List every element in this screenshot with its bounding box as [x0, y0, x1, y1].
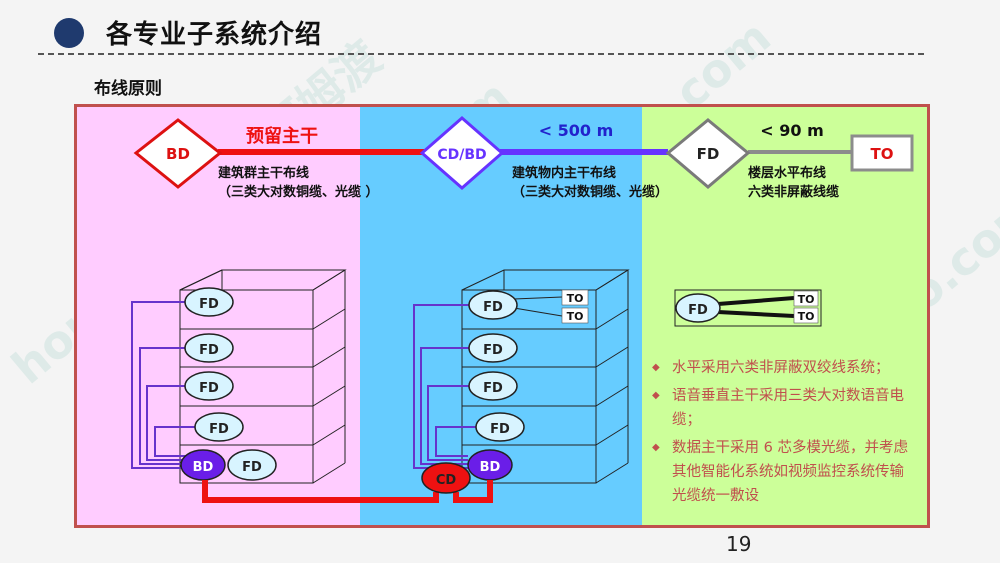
bd-diamond — [133, 118, 223, 189]
cd-label: CD — [436, 473, 457, 488]
cd-node — [421, 462, 471, 494]
fd-node-label: FD — [483, 381, 503, 396]
fd-node-label: FD — [199, 381, 219, 396]
reserve-label: 预留主干 — [246, 125, 318, 147]
fd-diamond — [665, 118, 751, 189]
floor-desc-2: 六类非屏蔽线缆 — [748, 184, 839, 200]
cd-bd-cable — [453, 480, 493, 503]
middle-to-label: TO — [567, 310, 584, 323]
left-building — [179, 269, 347, 484]
right-cable — [717, 296, 795, 306]
right-detail-box — [674, 289, 822, 327]
middle-to-label: TO — [567, 292, 584, 305]
fd-node-label: FD — [199, 343, 219, 358]
building-desc-1: 建筑物内主干布线 — [512, 165, 616, 181]
campus-desc-1: 建筑群主干布线 — [218, 165, 309, 181]
dist-90-label: < 90 m — [760, 121, 823, 140]
section-subtitle: 布线原则 — [94, 79, 162, 99]
dist-500-label: < 500 m — [539, 121, 614, 140]
right-to-box — [793, 307, 819, 324]
middle-bd-label: BD — [480, 460, 501, 475]
title-divider — [38, 53, 924, 55]
fd-node-label: FD — [490, 422, 510, 437]
middle-to-box — [561, 289, 589, 306]
middle-fd-nodes: FD FD FD FD — [468, 290, 525, 442]
right-to-box — [793, 290, 819, 307]
campus-cable — [202, 480, 439, 503]
right-to-label: TO — [798, 293, 815, 306]
middle-to-box — [561, 307, 589, 324]
cdbd-diamond — [419, 116, 505, 190]
bullet-item: 数据主干采用 6 芯多模光缆，并考虑其他智能化系统如视频监控系统传输光缆统一敷设 — [652, 436, 914, 508]
middle-to-links — [513, 296, 563, 317]
diagram-frame — [74, 104, 930, 528]
to-box — [850, 134, 914, 172]
right-fd-node — [675, 293, 721, 323]
page-title: 各专业子系统介绍 — [106, 20, 323, 50]
bullet-item: 水平采用六类非屏蔽双绞线系统； — [652, 356, 914, 380]
fd-node-label: FD — [199, 297, 219, 312]
fd-label: FD — [697, 145, 720, 163]
bullet-list: 水平采用六类非屏蔽双绞线系统； 语音垂直主干采用三类大对数语音电缆； 数据主干采… — [652, 356, 914, 512]
building-desc-2: （三类大对数铜缆、光缆） — [512, 184, 668, 200]
fd-node-label: FD — [483, 343, 503, 358]
right-cable — [717, 310, 795, 318]
right-to-label: TO — [798, 310, 815, 323]
page-number: 19 — [726, 532, 752, 556]
cdbd-label: CD/BD — [437, 147, 486, 163]
bullet-item: 语音垂直主干采用三类大对数语音电缆； — [652, 384, 914, 432]
fd-node-label: FD — [242, 460, 262, 475]
title-bullet-icon — [54, 18, 84, 48]
left-fd-nodes: FD FD FD FD FD — [184, 287, 277, 481]
fd-node-label: FD — [209, 422, 229, 437]
left-bd-label: BD — [193, 460, 214, 475]
fd-node-label: FD — [483, 300, 503, 315]
to-label: TO — [871, 145, 894, 163]
middle-building — [461, 269, 630, 484]
floor-desc-1: 楼层水平布线 — [748, 165, 826, 181]
bd-label: BD — [166, 145, 190, 163]
right-fd-label: FD — [688, 303, 708, 318]
left-riser-cables — [131, 301, 196, 469]
campus-desc-2: （三类大对数铜缆、光缆 ） — [218, 184, 379, 200]
